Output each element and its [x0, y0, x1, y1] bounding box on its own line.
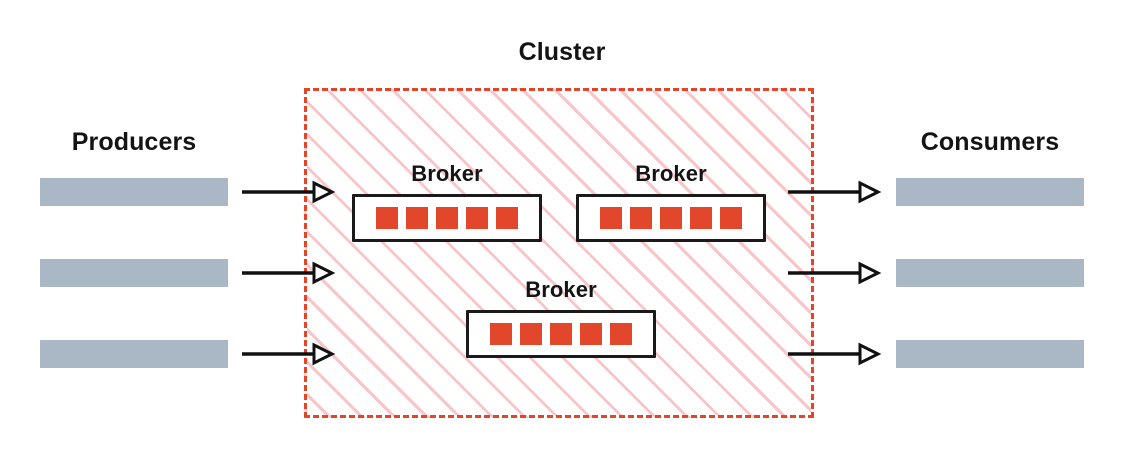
- arrow-producer-3-to-cluster: [242, 342, 336, 366]
- broker-partitions-2: [576, 194, 766, 242]
- cluster-boundary: [304, 88, 814, 418]
- partition: [436, 207, 458, 229]
- arrow-cluster-to-consumer-2: [788, 261, 882, 285]
- broker-label-1: Broker: [411, 161, 483, 186]
- arrow-cluster-to-consumer-3: [788, 342, 882, 366]
- partition: [600, 207, 622, 229]
- partition: [580, 323, 602, 345]
- broker-partitions-3: [466, 310, 656, 358]
- partition: [550, 323, 572, 345]
- cluster-title: Cluster: [518, 38, 606, 66]
- partition: [490, 323, 512, 345]
- consumer-node-1: [896, 178, 1084, 206]
- producer-node-1: [40, 178, 228, 206]
- broker-node-1: Broker: [352, 163, 542, 242]
- partition: [690, 207, 712, 229]
- broker-node-2: Broker: [576, 163, 766, 242]
- partition: [496, 207, 518, 229]
- partition: [630, 207, 652, 229]
- partition: [720, 207, 742, 229]
- broker-label-2: Broker: [635, 161, 707, 186]
- arrow-producer-2-to-cluster: [242, 261, 336, 285]
- partition: [466, 207, 488, 229]
- broker-partitions-1: [352, 194, 542, 242]
- producer-node-2: [40, 259, 228, 287]
- producer-node-3: [40, 340, 228, 368]
- broker-node-3: Broker: [466, 279, 656, 358]
- consumer-node-2: [896, 259, 1084, 287]
- partition: [406, 207, 428, 229]
- consumers-title: Consumers: [920, 128, 1060, 156]
- producers-title: Producers: [71, 128, 197, 156]
- consumer-node-3: [896, 340, 1084, 368]
- arrow-producer-1-to-cluster: [242, 180, 336, 204]
- partition: [520, 323, 542, 345]
- partition: [610, 323, 632, 345]
- arrow-cluster-to-consumer-1: [788, 180, 882, 204]
- partition: [660, 207, 682, 229]
- partition: [376, 207, 398, 229]
- broker-label-3: Broker: [525, 277, 597, 302]
